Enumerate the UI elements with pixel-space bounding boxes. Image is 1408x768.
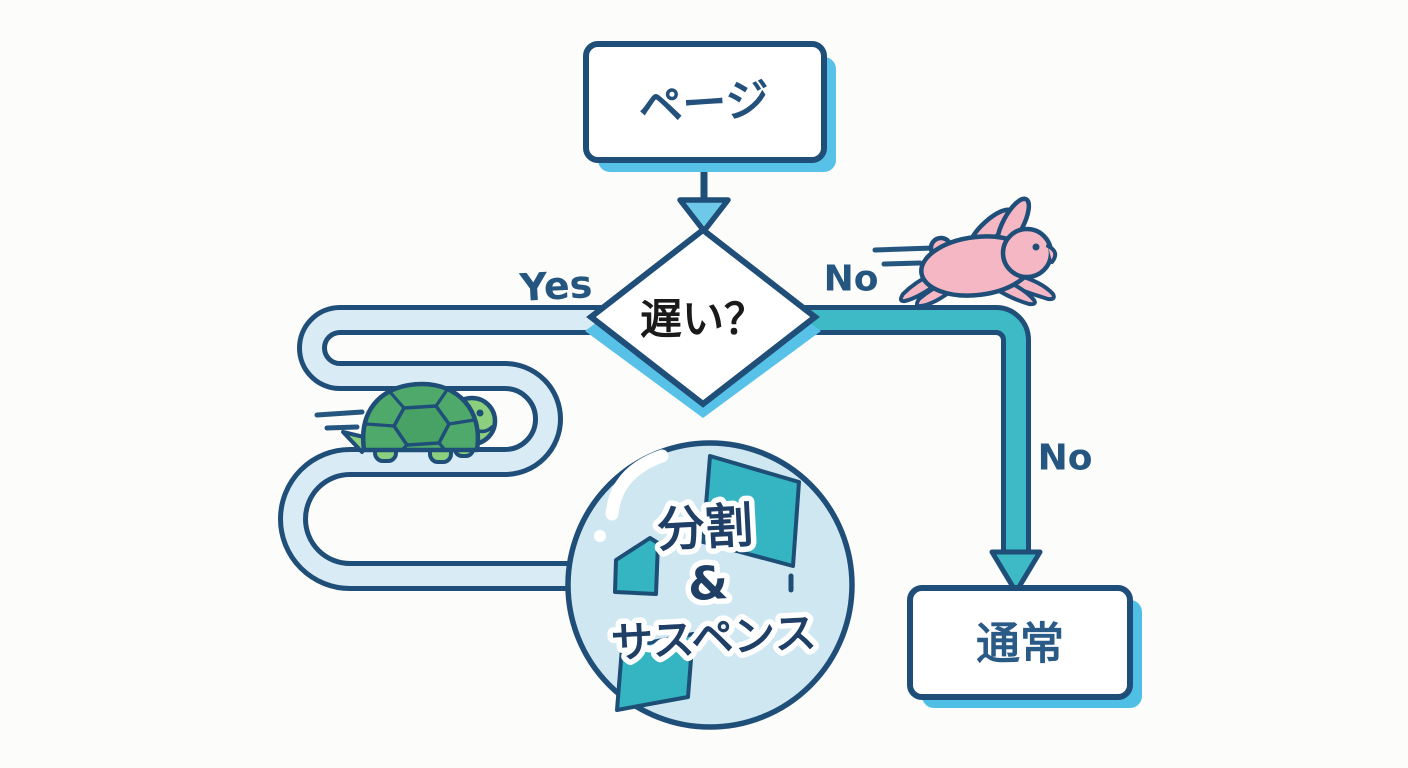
bubble-shine-dot (594, 530, 606, 542)
yes-path-fill (283, 310, 645, 586)
yes-branch-label: Yes (518, 262, 594, 310)
page-box (583, 41, 827, 163)
connector-arrowhead-icon (677, 197, 731, 234)
normal-node-label: 通常 (976, 619, 1064, 670)
rabbit-speed-line (881, 260, 923, 267)
no-branch-label-mid: No (1038, 438, 1093, 479)
torn-edge-highlight (622, 637, 692, 653)
bubble-label-line1: 分割 (656, 498, 755, 559)
rabbit-icon (872, 196, 1058, 309)
split-suspense-bubble (565, 440, 855, 730)
turtle-icon (314, 381, 498, 464)
decision-diamond (585, 226, 821, 418)
turtle-speed-line (314, 409, 365, 418)
bubble-label-group: 分割 & サスペンス (604, 492, 823, 673)
yes-path-slow-route (278, 305, 645, 591)
no-path-arrowhead-icon (989, 549, 1043, 595)
no-branch-label-top: No (824, 259, 879, 300)
normal-node: 通常 (907, 585, 1142, 708)
no-path-fast-route (790, 305, 1043, 595)
diamond-shape (586, 226, 820, 408)
page-fragment-icon (701, 454, 801, 568)
bubble-label-line2: & (686, 555, 729, 611)
rabbit-eye (1032, 243, 1040, 251)
page-node: ページ (583, 41, 836, 172)
turtle-speed-line (324, 424, 360, 431)
turtle-shell-plate (392, 404, 451, 447)
turtle-eye (476, 409, 484, 417)
page-node-label: ページ (637, 74, 771, 134)
bubble-label-line3: サスペンス (610, 608, 818, 668)
rabbit-snout (1046, 244, 1058, 264)
no-path-fill (790, 310, 1026, 556)
bubble-shine-icon (605, 449, 669, 521)
page-fragment-icon (613, 536, 660, 596)
normal-box (907, 585, 1133, 700)
rabbit-speed-line (872, 245, 936, 253)
rabbit-head (1000, 226, 1054, 280)
decision-node-label: 遅い？ (640, 295, 766, 344)
turtle-shell-lines (364, 388, 476, 452)
